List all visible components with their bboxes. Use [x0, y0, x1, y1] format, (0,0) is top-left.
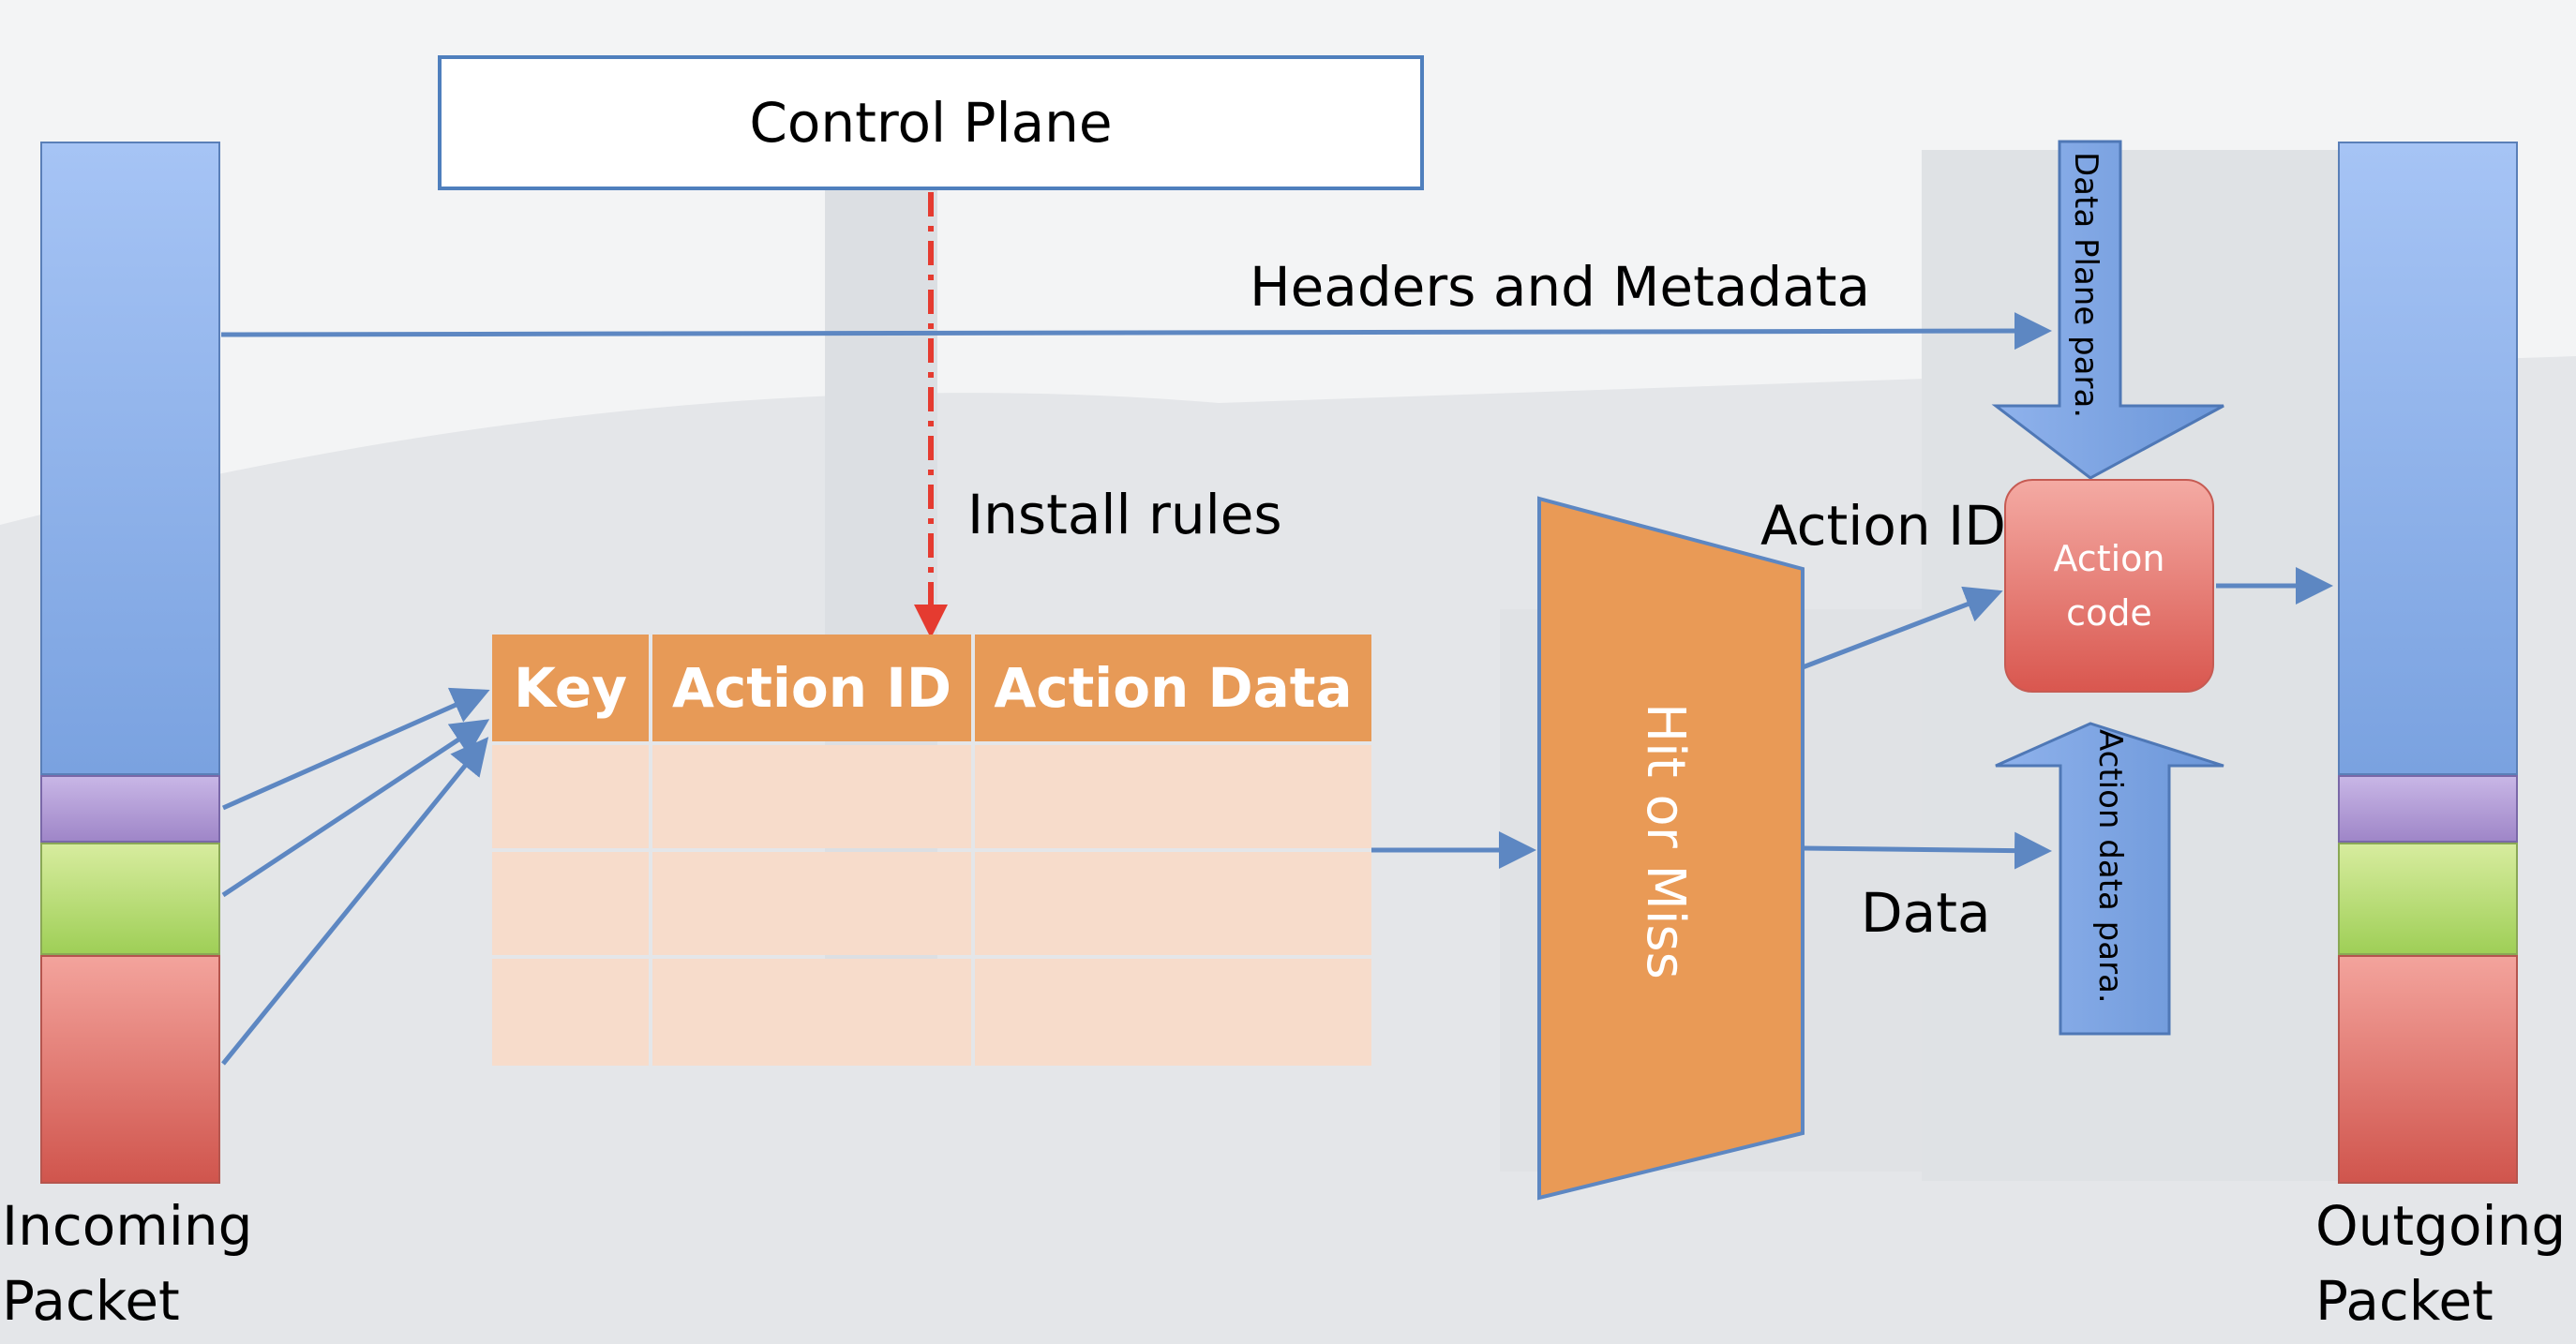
field-to-key-arrow [221, 737, 489, 1066]
packet-field-segment [40, 843, 220, 955]
hit-or-miss-block [1537, 496, 1805, 1201]
action-code-label-line: code [2066, 592, 2152, 634]
table-header-key: Key [492, 635, 649, 741]
table-cell [492, 959, 649, 1066]
incoming-packet-label-line: Incoming [2, 1194, 253, 1258]
incoming-packet-label: Incoming Packet [2, 1188, 252, 1338]
control-plane-box: Control Plane [438, 55, 1424, 190]
field-to-key-arrow [221, 687, 490, 811]
table-cell [492, 852, 649, 955]
table-cell [492, 745, 649, 848]
table-cell [975, 959, 1371, 1066]
packet-field-segment [2338, 955, 2518, 1184]
incoming-packet [40, 142, 220, 1184]
packet-header-segment [2338, 142, 2518, 775]
packet-metadata-segment [2338, 775, 2518, 843]
install-rules-label: Install rules [967, 483, 1282, 546]
packet-metadata-segment [40, 775, 220, 843]
data-plane-para-label: Data Plane para. [2067, 152, 2104, 419]
table-cell [975, 852, 1371, 955]
table-cell [652, 852, 971, 955]
packet-header-segment [40, 142, 220, 775]
action-id-arrow [1802, 586, 2003, 670]
packet-field-segment [40, 955, 220, 1184]
outgoing-packet-label-line: Outgoing [2315, 1194, 2567, 1258]
table-cell [652, 959, 971, 1066]
table-header-action-data: Action Data [975, 635, 1371, 741]
outgoing-packet-label-line: Packet [2315, 1269, 2494, 1333]
action-code-box: Action code [2004, 479, 2214, 693]
data-label: Data [1861, 881, 1991, 945]
match-action-table: Key Action ID Action Data [492, 635, 1371, 1066]
control-plane-label: Control Plane [749, 91, 1113, 155]
field-to-key-arrow [221, 719, 490, 898]
data-plane-para-arrow [1991, 140, 2224, 480]
hit-or-miss-label: Hit or Miss [1635, 703, 1696, 979]
action-data-para-arrow [1995, 722, 2224, 1036]
headers-metadata-label: Headers and Metadata [1250, 255, 1871, 319]
table-header-action-id: Action ID [652, 635, 971, 741]
action-code-label-line: Action [2053, 538, 2165, 579]
action-id-label: Action ID [1760, 494, 2006, 558]
outgoing-packet [2338, 142, 2518, 1184]
incoming-packet-label-line: Packet [2, 1269, 180, 1333]
outgoing-packet-label: Outgoing Packet [2315, 1188, 2566, 1338]
table-cell [975, 745, 1371, 848]
packet-field-segment [2338, 843, 2518, 955]
action-data-para-label: Action data para. [2091, 729, 2129, 1004]
headers-metadata-arrow [220, 312, 2052, 351]
data-arrow [1802, 831, 2052, 870]
table-cell [652, 745, 971, 848]
